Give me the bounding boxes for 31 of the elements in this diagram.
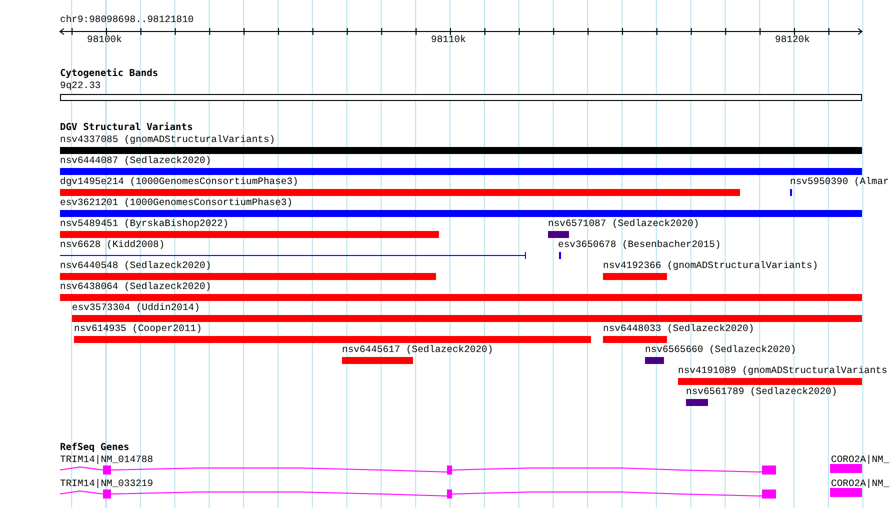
tick-label: 98110k (431, 34, 466, 45)
tick-label: 98120k (775, 34, 810, 45)
band-label: 9q22.33 (60, 80, 101, 91)
variant-label: esv3573304 (Uddin2014) (72, 302, 200, 313)
variant-label: nsv614935 (Cooper2011) (74, 323, 202, 334)
variant-label: nsv6561789 (Sedlazeck2020) (686, 386, 838, 397)
variant-label: nsv6438064 (Sedlazeck2020) (60, 281, 212, 292)
variant-label: nsv4191089 (gnomADStructuralVariants (678, 365, 888, 376)
variant-label: nsv6628 (Kidd2008) (60, 239, 165, 250)
gene-label: CORO2A|NM_ (831, 478, 890, 489)
track-title: DGV Structural Variants (60, 122, 193, 133)
variant-label: nsv6571087 (Sedlazeck2020) (548, 218, 700, 229)
track-title: Cytogenetic Bands (60, 68, 158, 79)
variant-label: nsv5489451 (ByrskaBishop2022) (60, 218, 229, 229)
variant-label: nsv6448033 (Sedlazeck2020) (603, 323, 754, 334)
variant-label: nsv6444087 (Sedlazeck2020) (60, 155, 212, 166)
variant-label: nsv6440548 (Sedlazeck2020) (60, 260, 212, 271)
variant-label: esv3621201 (1000GenomesConsortiumPhase3) (60, 197, 293, 208)
track-title: RefSeq Genes (60, 442, 130, 453)
variant-label: nsv4192366 (gnomADStructuralVariants) (603, 260, 818, 271)
variant-label: dgv1495e214 (1000GenomesConsortiumPhase3) (60, 176, 298, 187)
variant-label: nsv6565660 (Sedlazeck2020) (645, 344, 796, 355)
gene-label: TRIM14|NM_033219 (60, 478, 154, 489)
gene-label: CORO2A|NM_ (831, 454, 890, 465)
variant-label: nsv4337085 (gnomADStructuralVariants) (60, 134, 276, 145)
tick-label: 98100k (87, 34, 122, 45)
range-label: chr9:98098698..98121810 (60, 14, 194, 25)
gene-label: TRIM14|NM_014788 (60, 454, 154, 465)
variant-label: nsv5950390 (Almar (790, 176, 889, 187)
variant-label: nsv6445617 (Sedlazeck2020) (342, 344, 494, 355)
variant-label: esv3650678 (Besenbacher2015) (558, 239, 721, 250)
